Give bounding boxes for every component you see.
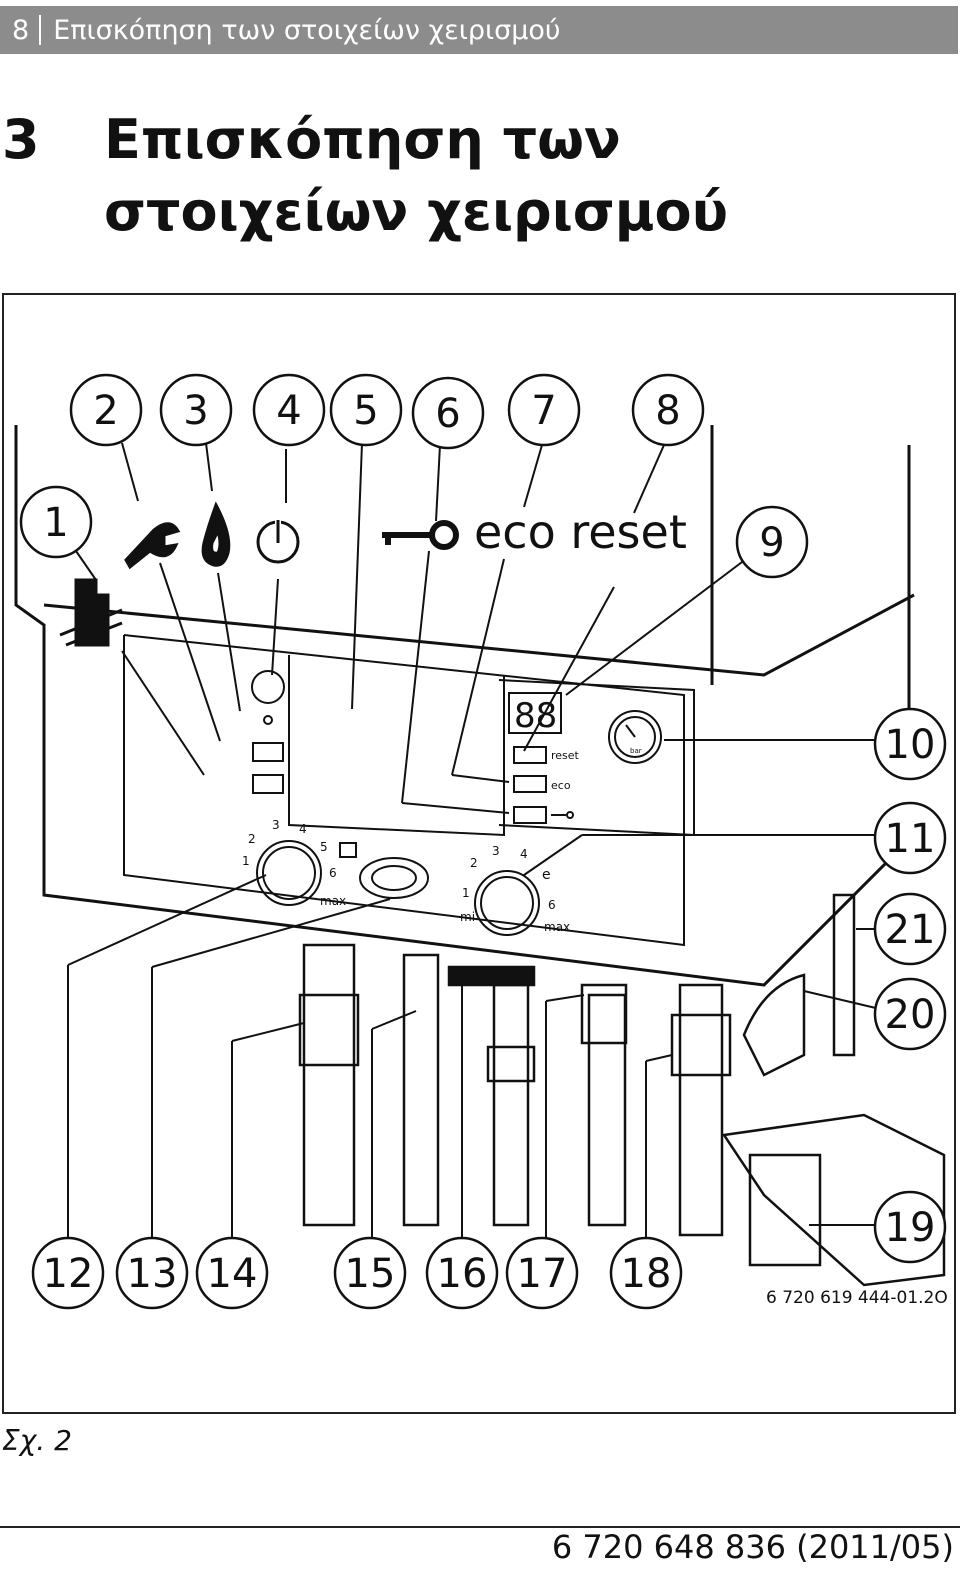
svg-text:3: 3 (183, 388, 208, 434)
svg-text:3: 3 (492, 844, 500, 858)
center-switch (359, 857, 429, 899)
footer-rule (0, 1526, 960, 1528)
callout-15: 15 (333, 1236, 407, 1310)
callout-16: 16 (425, 1236, 499, 1310)
figure-caption: Σχ. 2 (2, 1424, 72, 1457)
callout-1: 1 (19, 485, 93, 559)
left-control-block (251, 670, 285, 794)
svg-text:13: 13 (127, 1251, 178, 1297)
callout-8: 8 (631, 373, 705, 447)
figure-code: 6 720 619 444-01.2O (766, 1288, 948, 1308)
svg-text:1: 1 (242, 854, 250, 868)
right-control-block: 88 reset eco bar (508, 692, 662, 824)
svg-text:2: 2 (93, 388, 118, 434)
callout-6: 6 (411, 376, 485, 450)
svg-text:19: 19 (885, 1205, 936, 1251)
callout-3: 3 (159, 373, 233, 447)
svg-text:2: 2 (470, 856, 478, 870)
svg-text:6: 6 (329, 866, 337, 880)
svg-text:1: 1 (462, 886, 470, 900)
svg-text:2: 2 (248, 832, 256, 846)
callout-12: 12 (31, 1236, 105, 1310)
svg-text:21: 21 (885, 907, 936, 953)
svg-text:16: 16 (437, 1251, 488, 1297)
section-title: Επισκόπηση των στοιχείων χειρισμού (104, 108, 729, 243)
boiler-illustration: 88 reset eco bar 1 2 3 4 5 6 max (14, 373, 948, 1310)
callout-2: 2 (69, 373, 143, 447)
svg-text:6: 6 (435, 391, 460, 437)
svg-text:11: 11 (885, 816, 936, 862)
svg-text:14: 14 (207, 1251, 258, 1297)
svg-text:4: 4 (276, 388, 301, 434)
callout-11: 11 (873, 801, 947, 875)
min-label: mi (460, 910, 475, 924)
callouts: 1 2 3 4 5 6 7 8 9 10 11 21 20 19 12 13 1… (19, 373, 947, 1310)
callout-10: 10 (873, 707, 947, 781)
header-section-title: Επισκόπηση των στοιχείων χειρισμού (53, 14, 561, 46)
svg-text:10: 10 (885, 722, 936, 768)
svg-text:18: 18 (621, 1251, 672, 1297)
page-header: 8 Επισκόπηση των στοιχείων χειρισμού (0, 6, 958, 54)
header-divider (39, 15, 42, 45)
eco-label: eco (551, 779, 571, 792)
callout-17: 17 (505, 1236, 579, 1310)
callout-13: 13 (115, 1236, 189, 1310)
callout-21: 21 (873, 892, 947, 966)
document-code: 6 720 648 836 (2011/05) (551, 1528, 954, 1566)
section-number: 3 (2, 108, 40, 171)
max-label-right: max (544, 920, 570, 934)
reset-label: reset (551, 749, 580, 762)
svg-text:17: 17 (517, 1251, 568, 1297)
svg-text:8: 8 (655, 388, 680, 434)
callout-18: 18 (609, 1236, 683, 1310)
svg-text:9: 9 (759, 520, 784, 566)
callout-20: 20 (873, 977, 947, 1051)
figure-boiler-controls: 88 reset eco bar 1 2 3 4 5 6 max (2, 293, 956, 1414)
svg-text:4: 4 (299, 822, 307, 836)
svg-text:15: 15 (345, 1251, 396, 1297)
svg-text:20: 20 (885, 992, 936, 1038)
svg-text:5: 5 (353, 388, 378, 434)
dial-right: 2 3 4 e 6 1 mi max (460, 844, 570, 936)
svg-text:3: 3 (272, 818, 280, 832)
svg-text:7: 7 (531, 388, 556, 434)
callout-7: 7 (507, 373, 581, 447)
svg-text:12: 12 (43, 1251, 94, 1297)
svg-text:5: 5 (320, 840, 328, 854)
svg-text:1: 1 (43, 500, 68, 546)
svg-text:4: 4 (520, 847, 528, 861)
max-label-left: max (320, 894, 346, 908)
callout-4: 4 (252, 373, 326, 447)
eco-reset-title: eco reset (474, 505, 687, 559)
svg-text:e: e (542, 867, 551, 883)
page-number: 8 (12, 14, 30, 46)
callout-5: 5 (329, 373, 403, 447)
leader-lines (67, 442, 881, 1239)
svg-text:6: 6 (548, 898, 556, 912)
dial-left: 1 2 3 4 5 6 max (242, 818, 357, 908)
pipes (298, 893, 946, 1287)
gauge-unit: bar (630, 747, 642, 755)
callout-19: 19 (873, 1190, 947, 1264)
boiler-housing (14, 425, 916, 987)
callout-14: 14 (195, 1236, 269, 1310)
top-symbols (59, 501, 459, 647)
callout-9: 9 (735, 505, 809, 579)
